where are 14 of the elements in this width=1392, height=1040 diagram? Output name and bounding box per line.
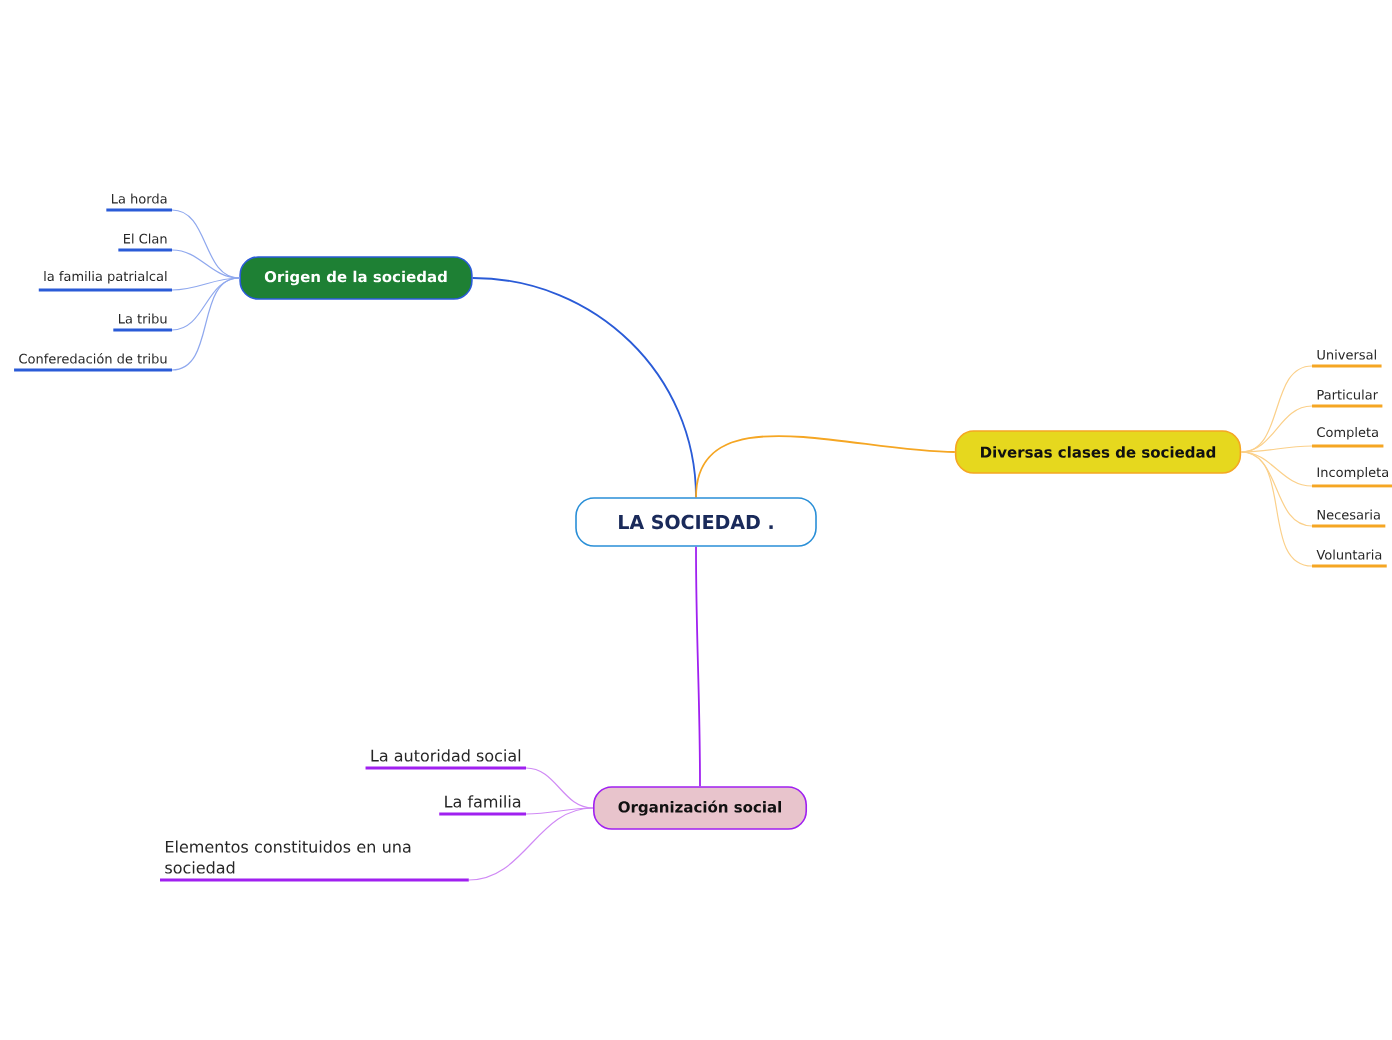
- connector: [525, 767, 594, 809]
- connector: [1240, 445, 1313, 453]
- connector: [171, 277, 240, 371]
- topic-label: Elementos constituidos en una sociedad: [160, 840, 469, 882]
- topic-label: La autoridad social: [365, 749, 526, 770]
- connector: [525, 807, 594, 815]
- topic-label: La familia: [439, 795, 526, 816]
- connector: [171, 277, 240, 291]
- topic-box: LA SOCIEDAD .: [575, 497, 817, 547]
- connector: [1240, 451, 1313, 567]
- connector: [468, 807, 594, 881]
- connector: [695, 435, 956, 499]
- connector: [695, 545, 701, 788]
- connector: [171, 249, 240, 279]
